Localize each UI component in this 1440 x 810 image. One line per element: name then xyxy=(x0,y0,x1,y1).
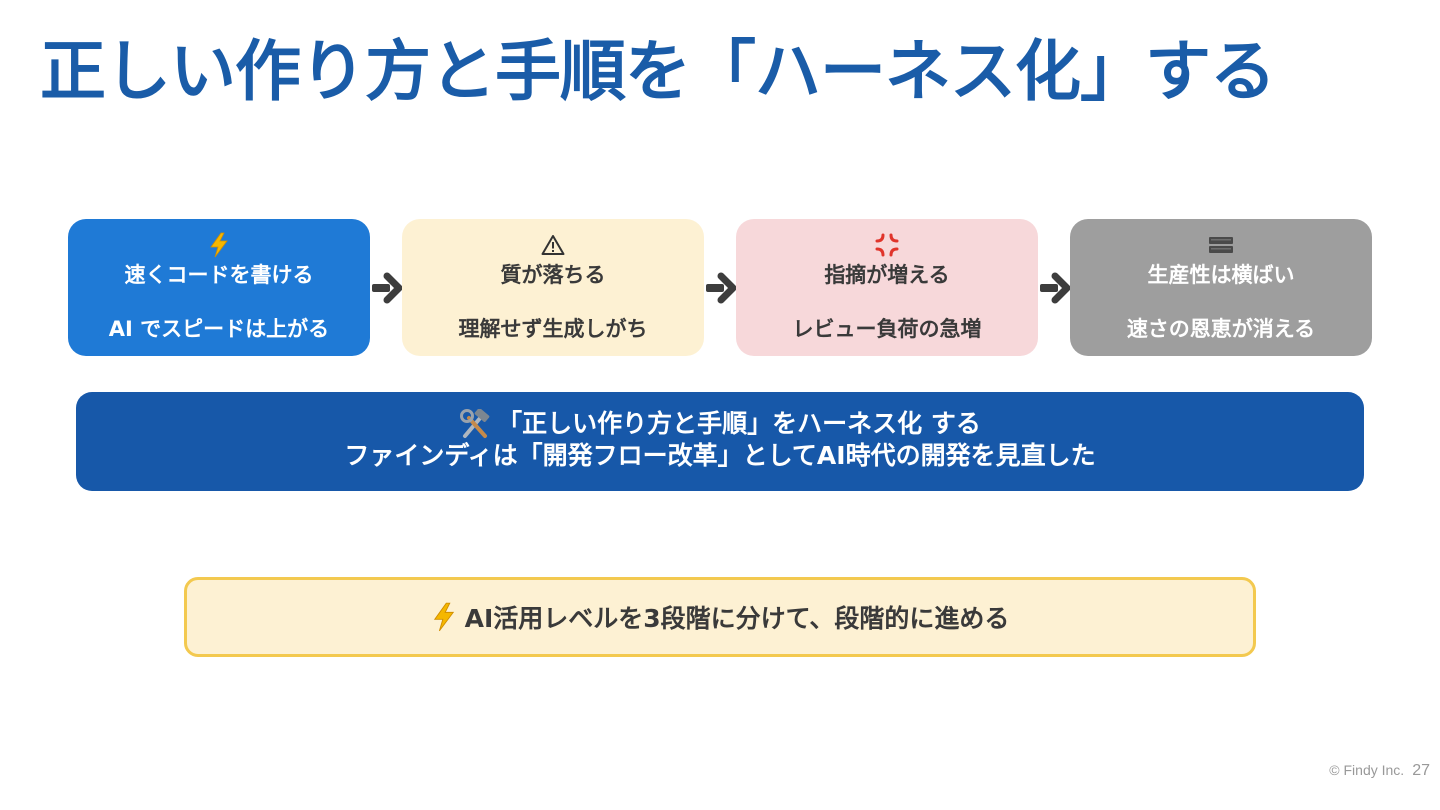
harness-banner: 「正しい作り方と手順」をハーネス化 する ファインディは「開発フロー改革」として… xyxy=(76,392,1364,491)
flow-step-head: 速くコードを書ける xyxy=(124,263,314,287)
arrow-right-icon xyxy=(1038,271,1072,305)
lightning-icon xyxy=(68,231,370,259)
process-flow: 速くコードを書ける AI でスピードは上がる 質が落ちる 理解せず生成しがち xyxy=(68,219,1372,356)
hammer-wrench-icon xyxy=(459,409,491,439)
flow-step-more-reviews: 指摘が増える レビュー負荷の急増 xyxy=(736,219,1038,356)
flow-step-sub: AI でスピードは上がる xyxy=(108,317,330,341)
flow-step-sub: レビュー負荷の急増 xyxy=(792,317,982,341)
flow-step-flat-productivity: 生産性は横ばい 速さの恩恵が消える xyxy=(1070,219,1372,356)
copyright-text: © Findy Inc. xyxy=(1329,762,1405,778)
slide-title: 正しい作り方と手順を「ハーネス化」する xyxy=(40,33,1276,110)
flow-step-sub: 速さの恩恵が消える xyxy=(1126,317,1316,341)
ai-level-callout: AI活用レベルを3段階に分けて、段階的に進める xyxy=(184,577,1256,657)
banner-line-2: ファインディは「開発フロー改革」としてAI時代の開発を見直した xyxy=(344,441,1096,470)
callout-text: AI活用レベルを3段階に分けて、段階的に進める xyxy=(464,604,1010,633)
arrow-right-icon xyxy=(370,271,404,305)
flow-step-head: 指摘が増える xyxy=(824,263,950,287)
arrow-right-icon xyxy=(704,271,738,305)
flow-step-sub: 理解せず生成しがち xyxy=(458,317,648,341)
flat-bars-icon xyxy=(1070,231,1372,259)
page-number: 27 xyxy=(1412,762,1430,779)
anger-icon xyxy=(736,231,1038,259)
flow-step-fast-coding: 速くコードを書ける AI でスピードは上がる xyxy=(68,219,370,356)
warning-icon xyxy=(402,231,704,259)
flow-step-quality-drop: 質が落ちる 理解せず生成しがち xyxy=(402,219,704,356)
banner-line-1: 「正しい作り方と手順」をハーネス化 する xyxy=(497,409,981,438)
flow-step-head: 生産性は横ばい xyxy=(1147,263,1295,287)
slide-footer: © Findy Inc. 27 xyxy=(1329,762,1430,780)
flow-step-head: 質が落ちる xyxy=(500,263,606,287)
lightning-icon xyxy=(431,602,457,632)
